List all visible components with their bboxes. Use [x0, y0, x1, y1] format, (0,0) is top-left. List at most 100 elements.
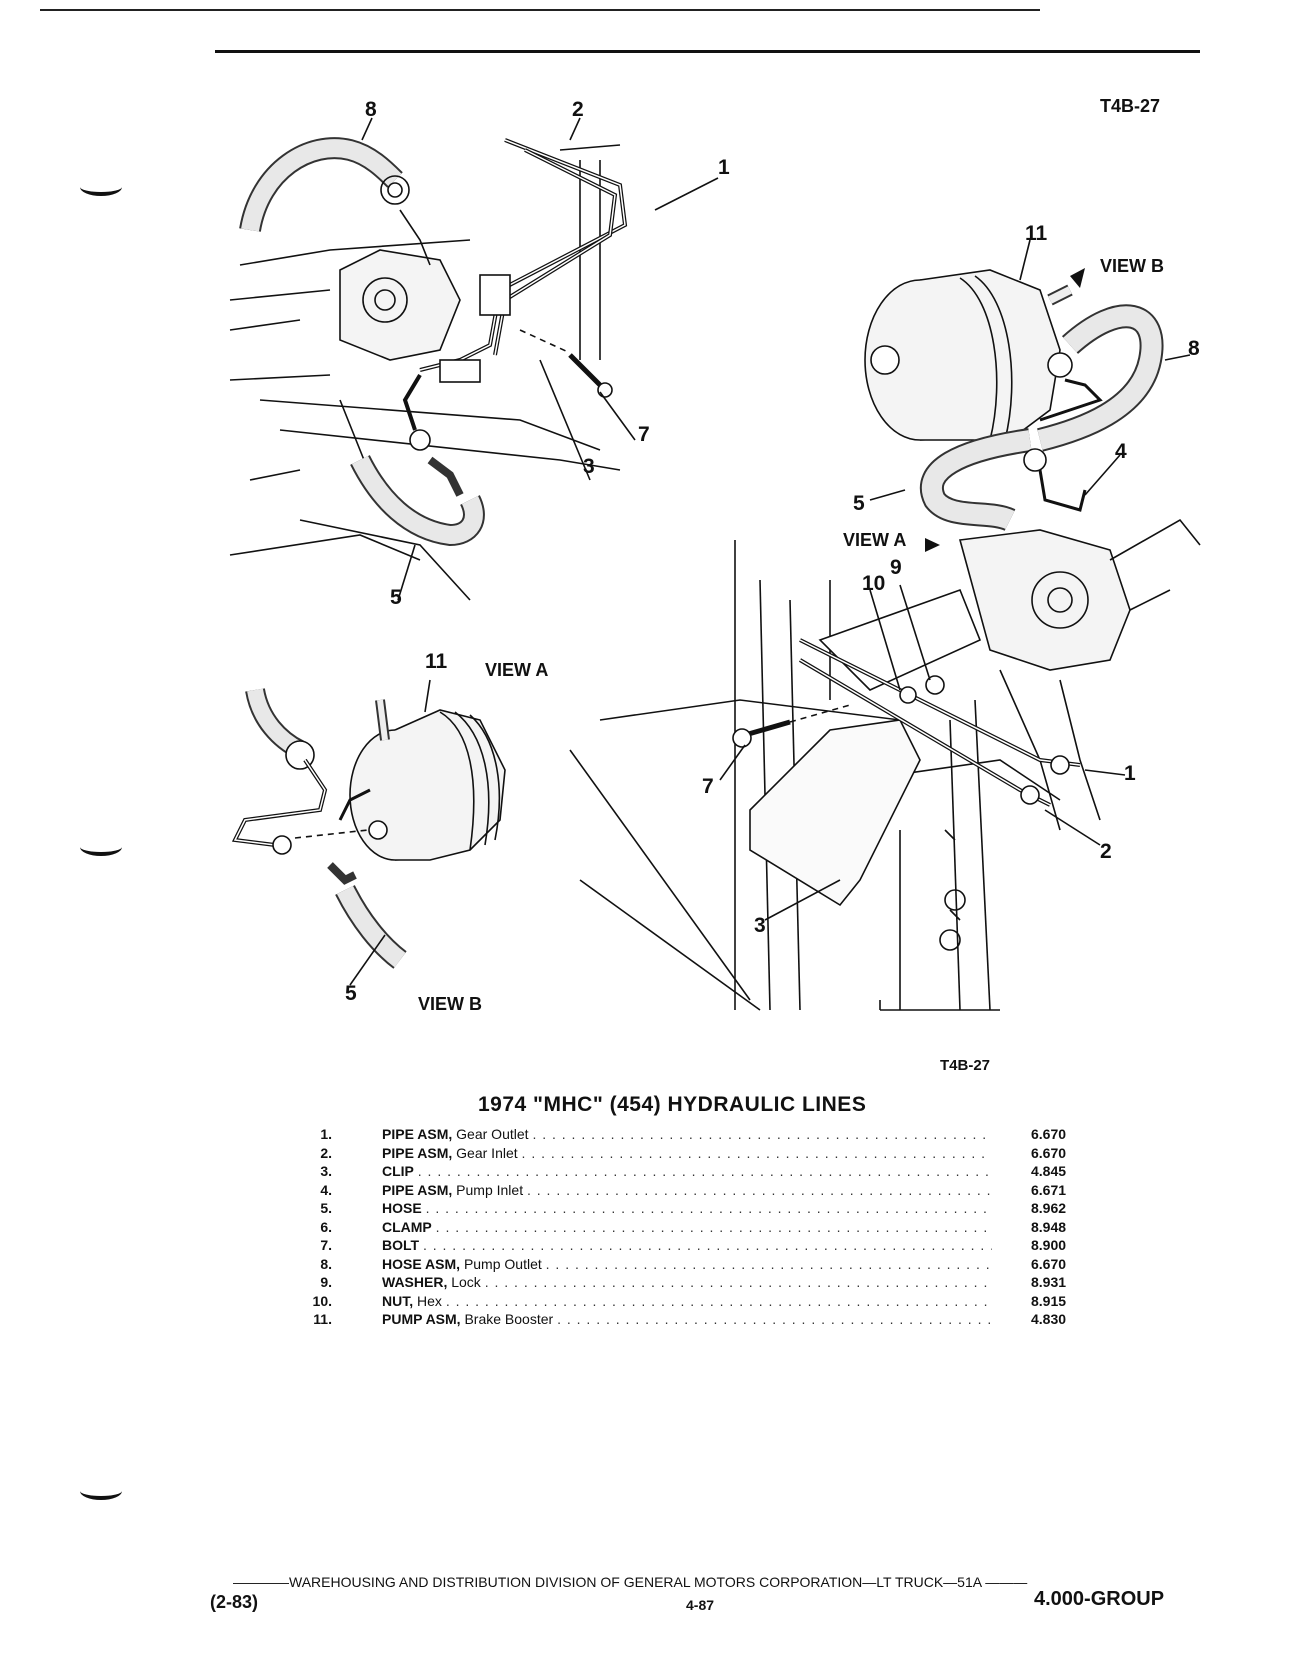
leader-dots: . . . . . . . . . . . . . . . . . . . . … — [527, 1181, 992, 1198]
part-number: 9. — [320, 1274, 332, 1290]
parts-list-row: 8. HOSE ASM, Pump Outlet . . . . . . . . … — [300, 1255, 1100, 1274]
binder-hole-mark — [80, 1482, 122, 1500]
callout-2: 2 — [1100, 840, 1112, 863]
callout-3: 3 — [754, 914, 766, 937]
parts-list-row: 7. BOLT . . . . . . . . . . . . . . . . .… — [300, 1236, 1100, 1255]
parts-list-row: 6. CLAMP . . . . . . . . . . . . . . . . … — [300, 1218, 1100, 1237]
parts-list-row: 4. PIPE ASM, Pump Inlet . . . . . . . . .… — [300, 1181, 1100, 1200]
footer-group: 4.000-GROUP — [1034, 1588, 1165, 1610]
part-number: 8. — [320, 1255, 332, 1272]
callout-10: 9 — [890, 556, 902, 579]
part-name: HOSE ASM, — [382, 1255, 461, 1272]
callout-5: 5 — [853, 492, 865, 515]
parts-list-row: 5. HOSE . . . . . . . . . . . . . . . . .… — [300, 1199, 1100, 1218]
part-description: WASHER, Lock . . . . . . . . . . . . . .… — [382, 1273, 992, 1291]
part-number: 10. — [312, 1292, 332, 1309]
leader-dots: . . . . . . . . . . . . . . . . . . . . … — [532, 1126, 992, 1142]
footer-page-number: 4-87 — [686, 1597, 715, 1613]
parts-list: 1. PIPE ASM, Gear Outlet . . . . . . . . … — [300, 1125, 1100, 1329]
part-group-code: 4.830 — [1031, 1311, 1067, 1327]
callout-9: 10 — [862, 572, 885, 595]
part-description: HOSE . . . . . . . . . . . . . . . . . .… — [382, 1199, 992, 1217]
leader-dots: . . . . . . . . . . . . . . . . . . . . … — [557, 1311, 992, 1327]
part-group-code: 8.900 — [1031, 1237, 1067, 1253]
leader-dots: . . . . . . . . . . . . . . . . . . . . … — [425, 1200, 992, 1216]
part-number: 5. — [320, 1200, 332, 1216]
part-number: 7. — [320, 1237, 332, 1253]
part-detail: Lock — [451, 1274, 481, 1290]
leader-dots: . . . . . . . . . . . . . . . . . . . . … — [521, 1144, 992, 1161]
part-description: NUT, Hex . . . . . . . . . . . . . . . .… — [382, 1292, 992, 1310]
part-detail: Pump Outlet — [463, 1255, 542, 1272]
part-description: CLIP . . . . . . . . . . . . . . . . . .… — [382, 1162, 992, 1180]
part-name: BOLT — [382, 1237, 420, 1253]
callout-5: 5 — [390, 586, 402, 609]
parts-list-row: 1. PIPE ASM, Gear Outlet . . . . . . . . … — [300, 1125, 1100, 1144]
part-name: NUT, — [382, 1292, 414, 1309]
view-a-arrow-icon — [925, 538, 940, 552]
part-group-code: 8.962 — [1031, 1200, 1067, 1216]
view-b-label: VIEW B — [418, 994, 482, 1014]
parts-list-row: 9. WASHER, Lock . . . . . . . . . . . . .… — [300, 1273, 1100, 1292]
view-b-arrow-icon — [1070, 268, 1085, 288]
part-number: 4. — [320, 1181, 332, 1198]
part-detail: Brake Booster — [464, 1311, 554, 1327]
parts-list-row: 3. CLIP . . . . . . . . . . . . . . . . .… — [300, 1162, 1100, 1181]
leader-dots: . . . . . . . . . . . . . . . . . . . . … — [417, 1163, 992, 1179]
part-description: PIPE ASM, Gear Inlet . . . . . . . . . .… — [382, 1144, 992, 1162]
part-name: PIPE ASM, — [382, 1126, 453, 1142]
leader-dots: . . . . . . . . . . . . . . . . . . . . … — [422, 1237, 992, 1253]
part-name: CLAMP — [382, 1218, 432, 1235]
part-number: 6. — [320, 1218, 332, 1235]
part-number: 1. — [320, 1126, 332, 1142]
part-name: PIPE ASM, — [382, 1181, 453, 1198]
callout-8: 8 — [1188, 337, 1200, 360]
part-number: 3. — [320, 1163, 332, 1179]
parts-list-row: 10. NUT, Hex . . . . . . . . . . . . . . … — [300, 1292, 1100, 1311]
callout-3: 3 — [583, 455, 595, 478]
part-name: WASHER, — [382, 1274, 448, 1290]
figure-code-bottom: T4B-27 — [940, 1057, 991, 1074]
part-group-code: 4.845 — [1031, 1163, 1067, 1179]
callout-11: 11 — [1025, 222, 1048, 245]
top-border-rule — [40, 9, 1040, 11]
part-group-code: 6.670 — [1031, 1144, 1067, 1161]
part-description: PIPE ASM, Pump Inlet . . . . . . . . . .… — [382, 1181, 992, 1199]
callout-5: 5 — [345, 982, 357, 1005]
part-group-code: 6.670 — [1031, 1126, 1067, 1142]
part-group-code: 8.915 — [1031, 1292, 1067, 1309]
part-detail: Pump Inlet — [456, 1181, 524, 1198]
part-description: PUMP ASM, Brake Booster . . . . . . . . … — [382, 1310, 992, 1328]
part-detail: Gear Inlet — [456, 1144, 518, 1161]
part-group-code: 6.671 — [1031, 1181, 1067, 1198]
leader-dots: . . . . . . . . . . . . . . . . . . . . … — [484, 1274, 992, 1290]
part-description: CLAMP . . . . . . . . . . . . . . . . . … — [382, 1218, 992, 1236]
binder-hole-mark — [80, 838, 122, 856]
part-group-code: 8.931 — [1031, 1274, 1067, 1290]
footer-publisher-line: ————WAREHOUSING AND DISTRIBUTION DIVISIO… — [233, 1574, 1028, 1590]
view-a-label: VIEW A — [843, 530, 906, 550]
parts-list-row: 11. PUMP ASM, Brake Booster . . . . . . .… — [300, 1310, 1100, 1329]
part-group-code: 6.670 — [1031, 1255, 1067, 1272]
binder-hole-mark — [80, 178, 122, 196]
callout-1: 1 — [718, 156, 730, 179]
part-description: HOSE ASM, Pump Outlet . . . . . . . . . … — [382, 1255, 992, 1273]
part-name: PIPE ASM, — [382, 1144, 453, 1161]
callout-1: 1 — [1124, 762, 1136, 785]
figure-code-top: T4B-27 — [1100, 96, 1161, 116]
part-number: 2. — [320, 1144, 332, 1161]
hydraulic-lines-diagram: 8 2 1 3 7 5 11 5 11 8 4 5 10 9 7 1 2 3 V… — [229, 98, 1201, 1014]
callout-2: 2 — [572, 98, 584, 121]
parts-list-title: 1974 "MHC" (454) HYDRAULIC LINES — [478, 1093, 867, 1116]
part-number: 11. — [313, 1311, 332, 1327]
part-detail: Gear Outlet — [456, 1126, 529, 1142]
part-group-code: 8.948 — [1031, 1218, 1067, 1235]
leader-dots: . . . . . . . . . . . . . . . . . . . . … — [545, 1255, 992, 1272]
part-name: HOSE — [382, 1200, 422, 1216]
callout-7: 7 — [702, 775, 714, 798]
part-description: BOLT . . . . . . . . . . . . . . . . . .… — [382, 1236, 992, 1254]
callout-11: 11 — [425, 650, 448, 673]
part-name: PUMP ASM, — [382, 1311, 461, 1327]
leader-dots: . . . . . . . . . . . . . . . . . . . . … — [435, 1218, 992, 1235]
parts-list-row: 2. PIPE ASM, Gear Inlet . . . . . . . . .… — [300, 1144, 1100, 1163]
